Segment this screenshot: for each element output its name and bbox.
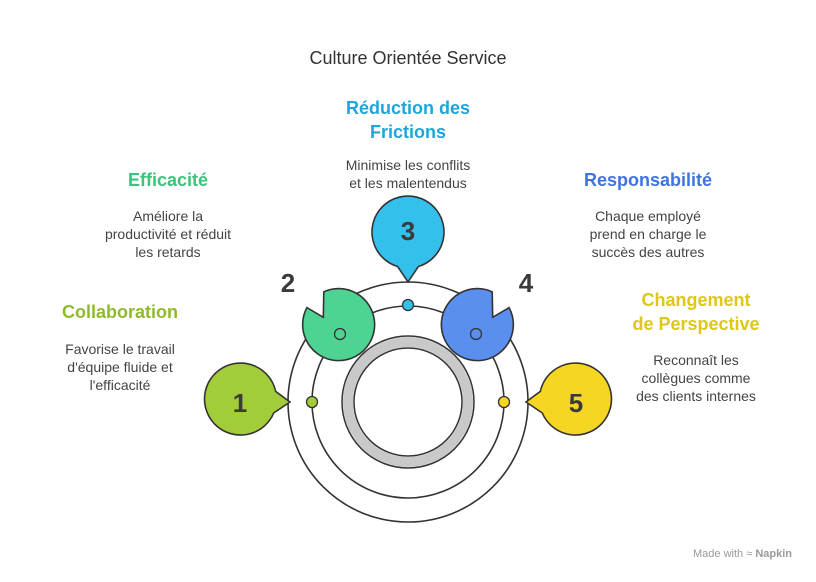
bubble-2: 2 xyxy=(281,268,376,362)
bubble-5: 5 xyxy=(524,362,613,436)
description-reduction-frictions: Minimise les conflits et les malentendus xyxy=(345,157,471,191)
ring-marker-1 xyxy=(305,395,319,409)
bubble-number-3: 3 xyxy=(401,216,415,246)
ring-marker-4 xyxy=(469,327,483,341)
watermark-prefix: Made with xyxy=(693,548,744,560)
heading-changement-perspective: Changement de Perspective xyxy=(632,290,760,334)
bubble-3: 3 xyxy=(371,195,445,284)
watermark-brand: Napkin xyxy=(755,548,792,560)
core-ring-inner xyxy=(353,347,463,457)
description-responsabilite: Chaque employé prend en charge le succès… xyxy=(589,208,707,260)
ring-marker-2 xyxy=(333,327,347,341)
bubble-number-2: 2 xyxy=(281,268,295,298)
napkin-logo-icon: ≈ xyxy=(746,548,753,560)
heading-responsabilite: Responsabilité xyxy=(583,170,713,190)
core-ring-gray xyxy=(343,337,473,467)
heading-reduction-frictions: Réduction des Frictions xyxy=(345,98,470,142)
bubble-number-5: 5 xyxy=(569,388,583,418)
description-collaboration: Favorise le travail d'équipe fluide et l… xyxy=(65,341,175,393)
core-ring-outer xyxy=(341,335,475,469)
bubble-4: 4 xyxy=(440,268,534,362)
diagram-title: Culture Orientée Service xyxy=(309,48,507,68)
ring-marker-5 xyxy=(497,395,511,409)
watermark: Made with ≈ Napkin xyxy=(693,548,792,560)
heading-collaboration: Collaboration xyxy=(62,302,178,322)
bubble-number-1: 1 xyxy=(233,388,247,418)
description-changement-perspective: Reconnaît les collègues comme des client… xyxy=(636,352,756,404)
description-efficacite: Améliore la productivité et réduit les r… xyxy=(104,208,232,260)
heading-efficacite: Efficacité xyxy=(127,170,209,190)
bubble-number-4: 4 xyxy=(519,268,534,298)
ring-marker-3 xyxy=(401,298,415,312)
bubble-1: 1 xyxy=(203,362,292,436)
